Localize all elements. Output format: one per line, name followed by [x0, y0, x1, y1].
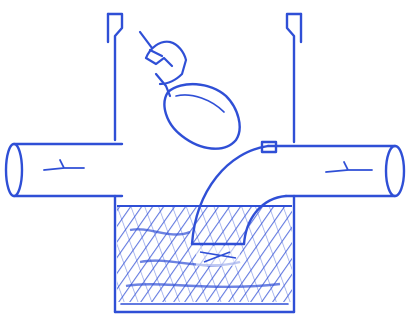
chamber-left-wall — [108, 14, 122, 140]
inlet-flow-arrow — [44, 160, 84, 170]
inlet-pipe — [14, 144, 122, 196]
scoop-icon — [164, 84, 239, 149]
outlet-flow-arrow — [326, 162, 372, 172]
trapped-liquid — [117, 206, 292, 302]
outlet-pipe-end — [386, 146, 404, 196]
chamber-right-wall — [287, 14, 301, 142]
inlet-pipe-end — [6, 144, 22, 196]
